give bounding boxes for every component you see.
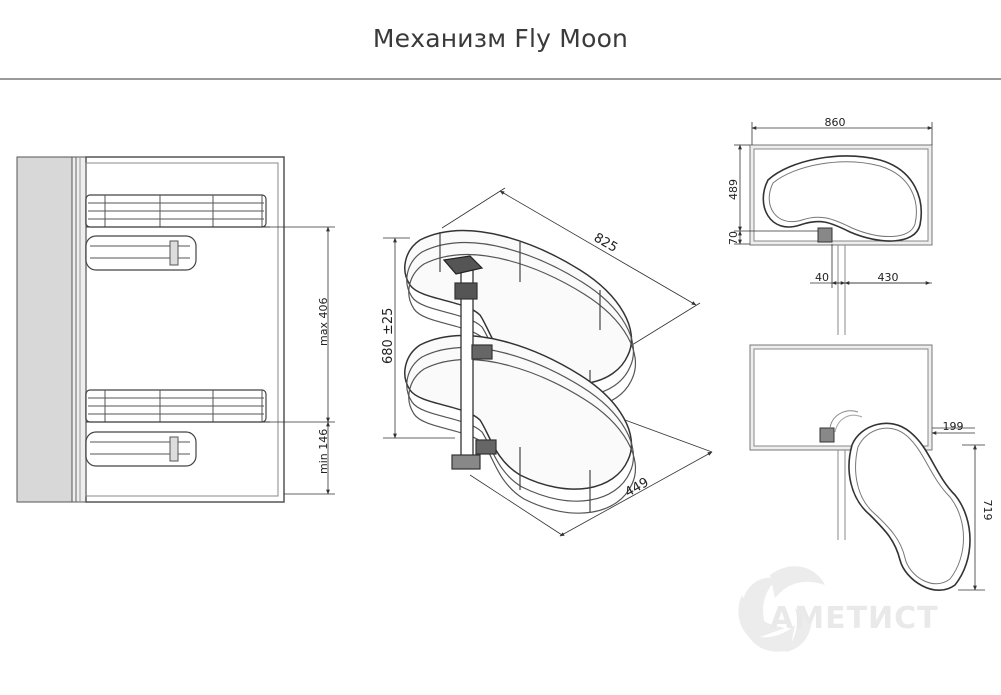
- dim-max-height: max 406: [317, 298, 330, 346]
- side-view-drawing: [16, 156, 335, 503]
- dim-top-width: 860: [825, 116, 846, 129]
- top-view-open-drawing: [749, 344, 985, 591]
- lower-basket: [85, 389, 270, 467]
- dim-iso-height: 680 ±25: [381, 308, 396, 364]
- dim-min-height: min 146: [317, 429, 330, 474]
- dim-open-offset: 199: [943, 420, 964, 433]
- ametist-logo-icon: [738, 566, 825, 652]
- top-view-closed-drawing: [734, 122, 933, 335]
- dim-top-offset-430: 430: [878, 271, 899, 284]
- dim-open-length: 719: [981, 500, 994, 521]
- dim-top-offset-small: 70: [727, 231, 740, 245]
- dim-top-depth: 489: [727, 179, 740, 200]
- watermark-brand: АМЕТИСТ: [770, 601, 939, 636]
- page-title: Механизм Fly Moon: [372, 24, 629, 53]
- dim-top-offset-40: 40: [815, 271, 829, 284]
- upper-basket: [85, 194, 270, 271]
- isometric-view-drawing: [383, 187, 713, 537]
- title-divider: [0, 78, 1001, 80]
